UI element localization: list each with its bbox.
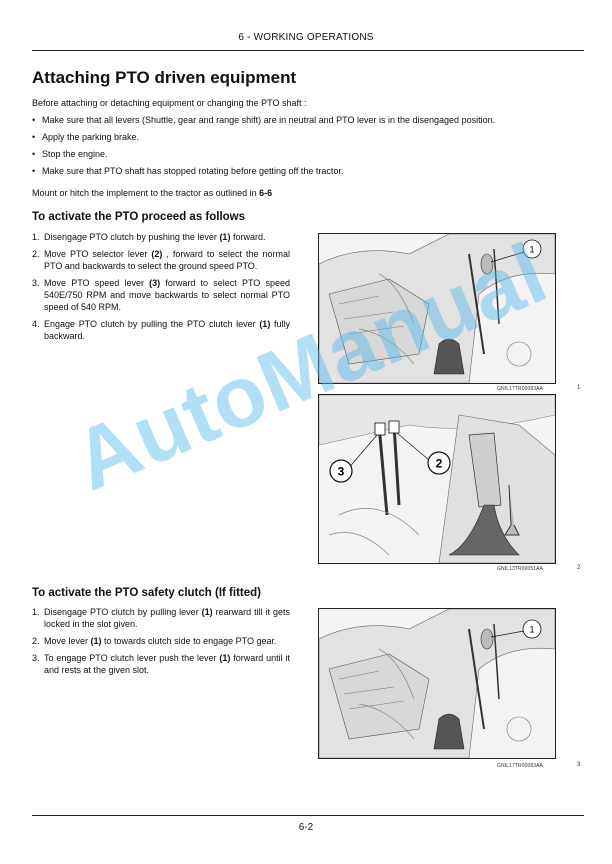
header-rule bbox=[32, 50, 584, 51]
mount-ref-link[interactable]: 6-6 bbox=[259, 188, 273, 198]
figure-3-caption: GNIL17TR00083AA bbox=[497, 763, 543, 769]
figure-3-illustration: 1 bbox=[319, 609, 555, 758]
step-number: 2. bbox=[32, 636, 40, 646]
step-ref: (1) bbox=[219, 653, 231, 663]
intro-text: Before attaching or detaching equipment … bbox=[32, 98, 307, 108]
section-heading-activate-pto: To activate the PTO proceed as follows bbox=[32, 211, 246, 223]
step-text: fully backward. bbox=[44, 319, 290, 341]
step-text: rearward till it gets locked in the slot… bbox=[44, 607, 290, 629]
figure-3-number: 3 bbox=[577, 762, 581, 768]
step-number: 1. bbox=[32, 232, 40, 242]
page-header: 6 - WORKING OPERATIONS bbox=[238, 32, 374, 43]
step-ref: (1) bbox=[201, 607, 213, 617]
step-number: 4. bbox=[32, 319, 40, 329]
pto-safety-clutch-steps: 1.Disengage PTO clutch by pulling lever … bbox=[32, 606, 290, 681]
step-text: Engage PTO clutch by pulling the PTO clu… bbox=[44, 319, 260, 329]
step-text: forward to select PTO speed 540E/750 RPM… bbox=[44, 278, 291, 312]
bullet-item: Make sure that PTO shaft has stopped rot… bbox=[32, 165, 592, 177]
bullet-item: Make sure that all levers (Shuttle, gear… bbox=[32, 114, 592, 126]
step-text: forward. bbox=[230, 232, 266, 242]
step-number: 3. bbox=[32, 278, 40, 288]
page-number: 6-2 bbox=[298, 822, 314, 833]
figure-1-caption: GNIL17TR00083AA bbox=[497, 386, 543, 392]
step-ref: (3) bbox=[149, 278, 161, 288]
step-text: Move PTO selector lever bbox=[44, 249, 152, 259]
figure-2-callout-3: 3 bbox=[338, 465, 345, 479]
footer-rule bbox=[32, 815, 584, 816]
step-text: Disengage PTO clutch by pushing the leve… bbox=[44, 232, 220, 242]
step-item: 2. Move lever (1) to towards clutch side … bbox=[32, 635, 290, 647]
step-item: 1. Disengage PTO clutch by pushing the le… bbox=[32, 231, 290, 243]
step-item: 1.Disengage PTO clutch by pulling lever … bbox=[32, 606, 290, 630]
step-ref: (1) bbox=[90, 636, 102, 646]
figure-1-callout-1: 1 bbox=[529, 245, 534, 255]
step-item: 4. Engage PTO clutch by pulling the PTO c… bbox=[32, 318, 290, 342]
step-text: forward until it and rests at the given … bbox=[44, 653, 290, 675]
figure-1-pto-lever-photo: 1 bbox=[318, 233, 556, 384]
figure-2-callout-2: 2 bbox=[436, 457, 443, 471]
safety-bullets: Make sure that all levers (Shuttle, gear… bbox=[32, 114, 592, 182]
mount-text-body: Mount or hitch the implement to the trac… bbox=[32, 188, 260, 198]
step-item: 3. To engage PTO clutch lever push the le… bbox=[32, 652, 290, 676]
bullet-item: Apply the parking brake. bbox=[32, 131, 592, 143]
step-text: Disengage PTO clutch by pulling lever bbox=[44, 607, 202, 617]
step-item: 3. Move PTO speed lever (3) forward to se… bbox=[32, 277, 290, 313]
figure-3-pto-safety-lever-photo: 1 bbox=[318, 608, 556, 759]
figure-2-pto-selector-photo: 3 2 bbox=[318, 394, 556, 564]
step-number: 1. bbox=[32, 607, 40, 617]
mount-text: Mount or hitch the implement to the trac… bbox=[32, 187, 272, 199]
step-text: Move PTO speed lever bbox=[44, 278, 150, 288]
figure-2-number: 2 bbox=[577, 565, 581, 571]
step-number: 2. bbox=[32, 249, 40, 259]
page-title: Attaching PTO driven equipment bbox=[32, 68, 297, 87]
section-heading-pto-safety-clutch: To activate the PTO safety clutch (If fi… bbox=[32, 587, 261, 599]
step-ref: (1) bbox=[259, 319, 271, 329]
step-text: To engage PTO clutch lever push the leve… bbox=[44, 653, 220, 663]
figure-1-number: 1 bbox=[577, 385, 581, 391]
step-ref: (1) bbox=[219, 232, 231, 242]
activate-pto-steps: 1. Disengage PTO clutch by pushing the le… bbox=[32, 231, 290, 347]
step-number: 3. bbox=[32, 653, 40, 663]
figure-2-caption: GNIL13TR00051AA bbox=[497, 566, 543, 572]
step-item: 2. Move PTO selector lever (2) , forward … bbox=[32, 248, 290, 272]
figure-1-illustration: 1 bbox=[319, 234, 555, 383]
step-text: to towards clutch side to engage PTO gea… bbox=[101, 636, 277, 646]
step-text: , forward to select the normal PTO and b… bbox=[44, 249, 290, 271]
bullet-item: Stop the engine. bbox=[32, 148, 592, 160]
figure-2-illustration: 3 2 bbox=[319, 395, 555, 563]
step-ref: (2) bbox=[151, 249, 163, 259]
figure-3-callout-1: 1 bbox=[529, 625, 534, 635]
step-text: Move lever bbox=[44, 636, 91, 646]
